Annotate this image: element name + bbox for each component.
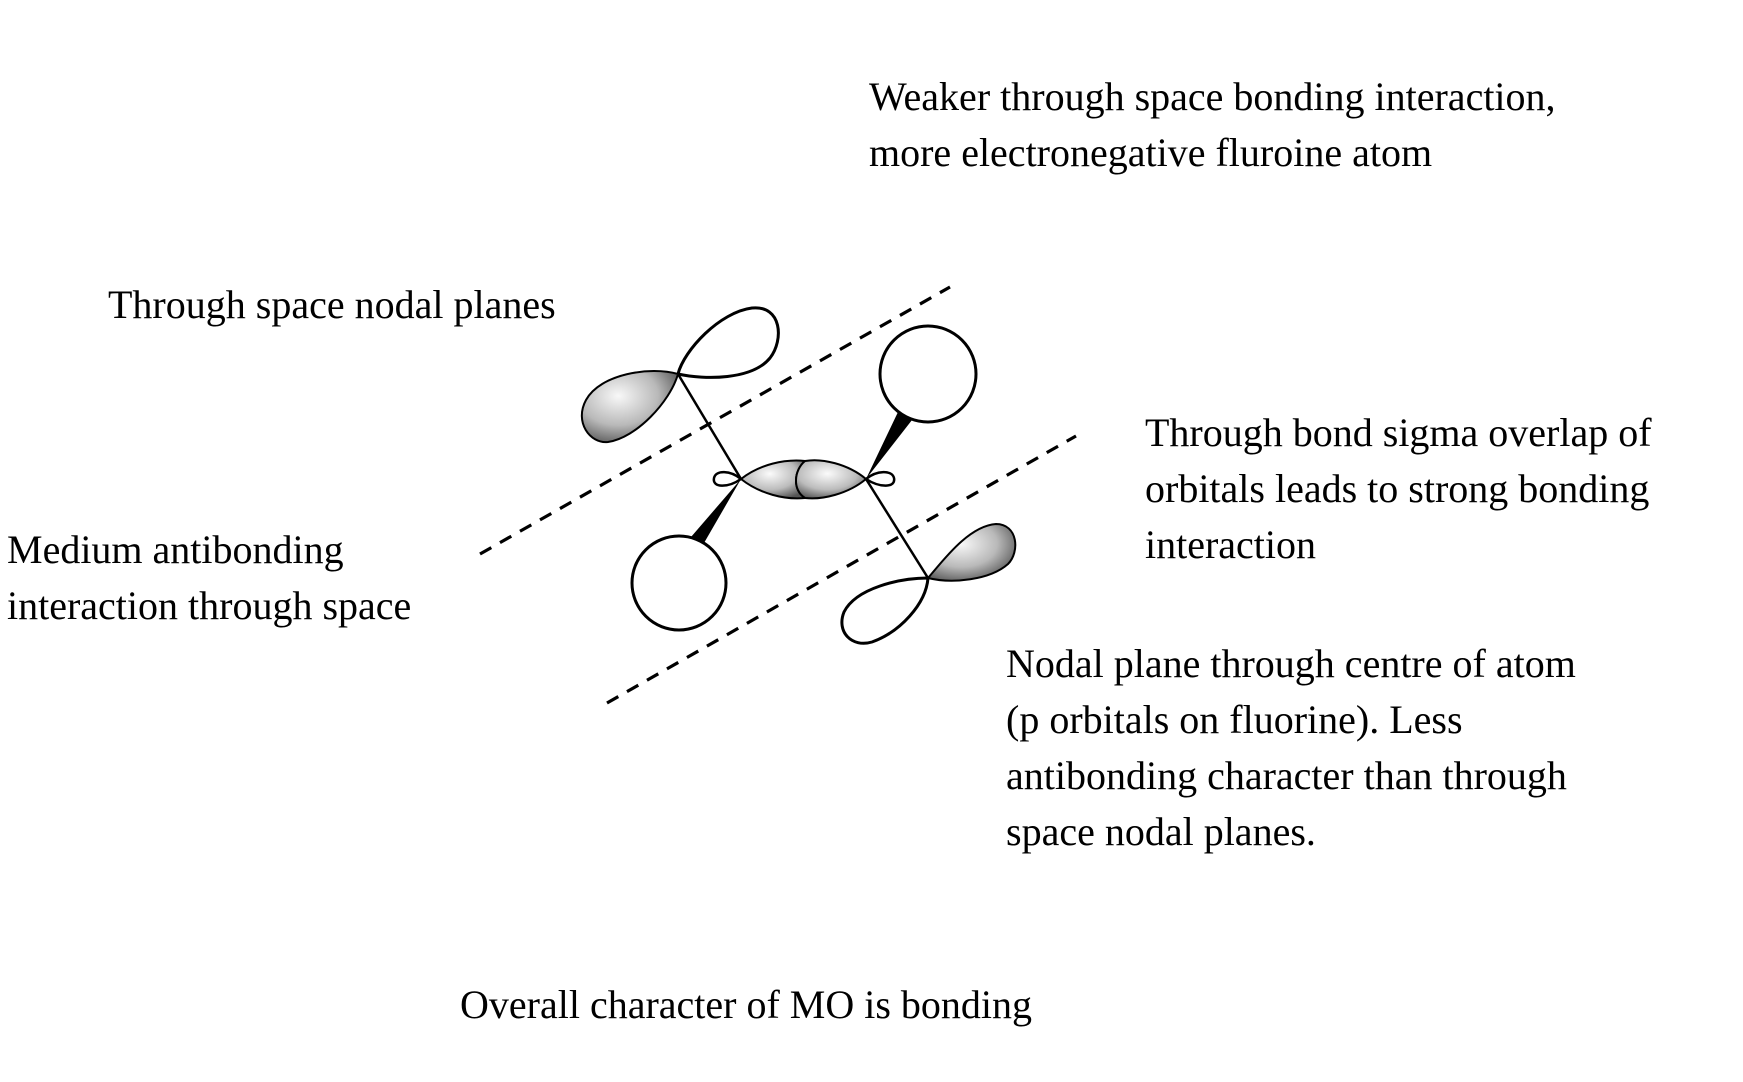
wedge-bond-c-h-top (866, 412, 912, 479)
annotation-line: orbitals leads to strong bonding (1145, 466, 1650, 511)
f-bottom-open-lobe (840, 576, 930, 645)
annotation-overall-character: Overall character of MO is bonding (460, 977, 1032, 1033)
bond-c-f-bottom (864, 478, 930, 579)
annotation-line: Nodal plane through centre of atom (1006, 641, 1576, 686)
annotation-through-space-nodal-planes: Through space nodal planes (108, 277, 556, 333)
wedge-bond-c-h-bottom (691, 479, 741, 543)
annotation-line: Medium antibonding (7, 527, 344, 572)
f-top-open-lobe (676, 306, 780, 379)
h-orbital-bottom-left (630, 534, 728, 632)
annotation-line: antibonding character than through (1006, 753, 1567, 798)
annotation-line: Through space nodal planes (108, 282, 556, 327)
nodal-plane-lower (606, 434, 1077, 705)
annotation-weaker-through-space: Weaker through space bonding interaction… (869, 69, 1556, 181)
h-orbital-top-right (878, 324, 978, 424)
c-right-back-lobe (863, 470, 896, 487)
bond-c-f-top (676, 373, 743, 480)
sigma-lobe-right (795, 459, 868, 500)
c-left-back-lobe (712, 470, 744, 487)
annotation-nodal-plane-centre: Nodal plane through centre of atom (p or… (1006, 636, 1576, 860)
annotation-line: interaction through space (7, 583, 412, 628)
annotation-line: (p orbitals on fluorine). Less (1006, 697, 1463, 742)
annotation-line: Overall character of MO is bonding (460, 982, 1033, 1027)
annotation-through-bond-sigma: Through bond sigma overlap of orbitals l… (1145, 405, 1652, 573)
annotation-line: space nodal planes. (1006, 809, 1316, 854)
f-top-shaded-lobe (580, 370, 680, 444)
annotation-medium-antibonding: Medium antibonding interaction through s… (7, 522, 411, 634)
f-bottom-shaded-lobe (926, 522, 1017, 582)
annotation-line: Through bond sigma overlap of (1145, 410, 1652, 455)
annotation-line: interaction (1145, 522, 1317, 567)
annotation-line: Weaker through space bonding interaction… (869, 74, 1556, 119)
annotation-line: more electronegative fluroine atom (869, 130, 1433, 175)
